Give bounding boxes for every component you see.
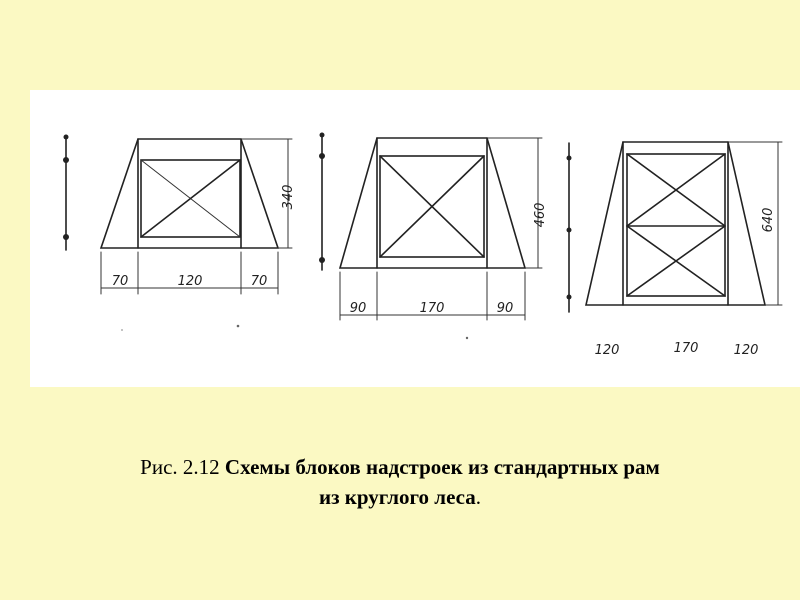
caption-period: . bbox=[475, 485, 481, 509]
figure-caption: Рис. 2.12 Схемы блоков надстроек из стан… bbox=[0, 452, 800, 512]
frame-1-block: 340 70 120 70 bbox=[63, 134, 296, 295]
frame-1-height-dimension bbox=[240, 138, 293, 249]
frame-3-block: 640 120 170 120 bbox=[566, 141, 783, 358]
frame-3-outline bbox=[584, 141, 767, 306]
frame-2-block: 460 90 170 90 bbox=[319, 132, 548, 321]
caption-title-line-1: Схемы блоков надстроек из стандартных ра… bbox=[224, 455, 660, 479]
caption-line-1: Рис. 2.12 Схемы блоков надстроек из стан… bbox=[0, 452, 800, 482]
frame-1-outline bbox=[99, 138, 280, 249]
frame-2-level-marker bbox=[319, 132, 325, 271]
scan-artifacts bbox=[121, 324, 469, 340]
frame-2-center-width: 170 bbox=[420, 301, 445, 316]
frame-1-width-dimension bbox=[100, 251, 279, 295]
frame-1-level-marker bbox=[63, 134, 69, 251]
frame-2-outline bbox=[338, 137, 527, 269]
caption-title-line-2: из круглого леса bbox=[319, 485, 476, 509]
frame-2-left-width: 90 bbox=[350, 301, 367, 316]
frame-2-height-dimension bbox=[486, 137, 543, 269]
frame-3-height-label: 640 bbox=[761, 208, 776, 233]
drawing-sheet: 340 70 120 70 bbox=[30, 90, 800, 387]
frame-1-left-width: 70 bbox=[112, 274, 129, 289]
frame-3-center-width: 170 bbox=[674, 341, 699, 356]
caption-figure-number: Рис. 2.12 bbox=[140, 455, 225, 479]
frame-3-level-marker bbox=[566, 142, 572, 313]
frame-3-height-dimension bbox=[727, 141, 783, 306]
caption-line-2: из круглого леса. bbox=[0, 482, 800, 512]
frame-1-center-width: 120 bbox=[178, 274, 203, 289]
frame-2-right-width: 90 bbox=[497, 301, 514, 316]
frame-2-standard-frame bbox=[379, 155, 485, 258]
frame-1-standard-frame bbox=[140, 159, 241, 238]
frame-1-height-label: 340 bbox=[281, 185, 296, 210]
frame-3-standard-frame bbox=[626, 153, 726, 297]
frame-1-right-width: 70 bbox=[251, 274, 268, 289]
frame-3-left-width: 120 bbox=[595, 343, 620, 358]
frame-3-right-width: 120 bbox=[734, 343, 759, 358]
frame-2-width-dimension bbox=[339, 271, 526, 321]
frame-2-height-label: 460 bbox=[533, 203, 548, 228]
